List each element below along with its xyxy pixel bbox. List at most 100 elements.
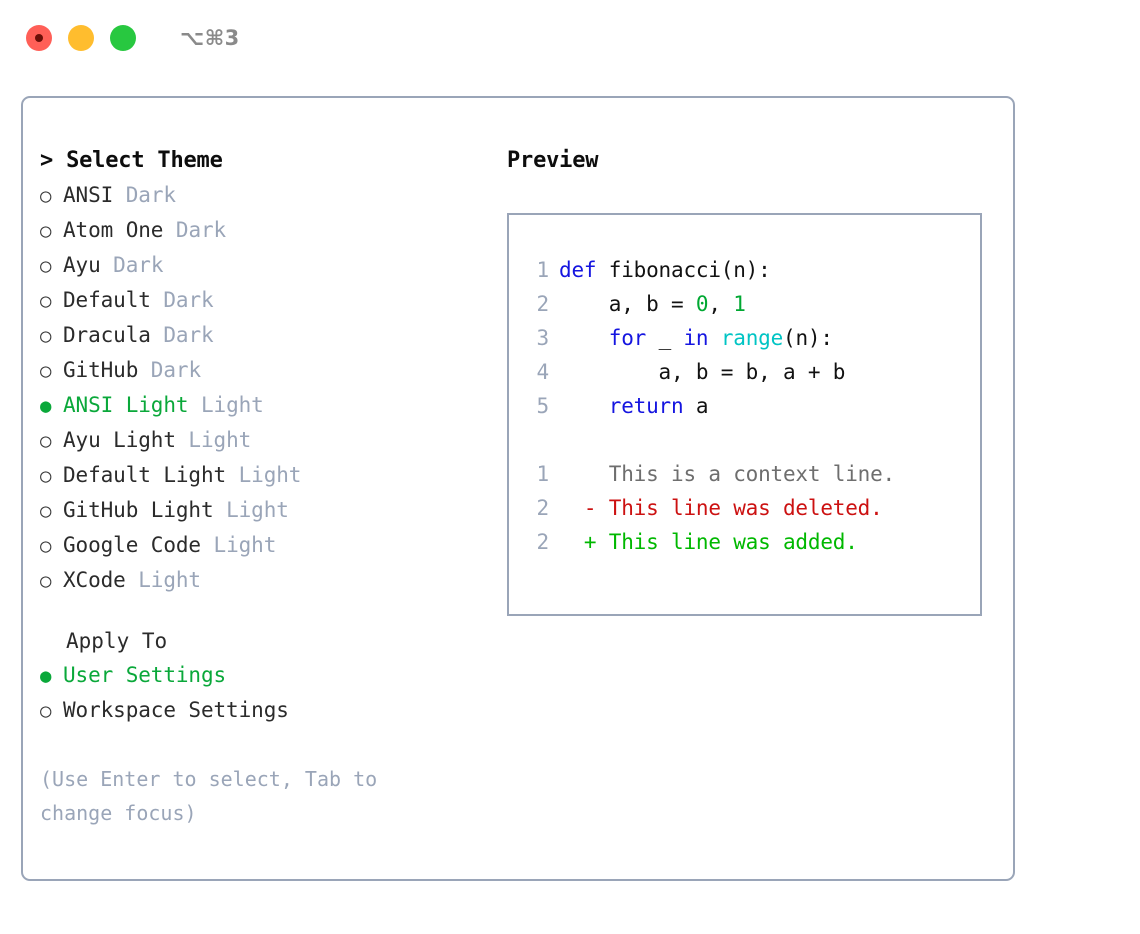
diff-marker: -: [559, 496, 597, 520]
theme-option-label: Dracula: [63, 323, 151, 347]
theme-list[interactable]: ○ANSI Dark○Atom One Dark○Ayu Dark○Defaul…: [40, 178, 493, 598]
code-token-kw: in: [683, 326, 709, 350]
theme-option-tag: Dark: [113, 183, 176, 207]
line-number: 1: [536, 462, 550, 486]
apply-to-heading: Apply To: [66, 629, 168, 653]
diff-marker: [559, 462, 596, 486]
radio-unselected-icon: ○: [40, 700, 52, 722]
window-controls: [26, 25, 136, 51]
radio-unselected-icon: ○: [40, 290, 52, 312]
theme-option-label: ANSI Light: [63, 393, 189, 417]
preview-title: Preview: [507, 148, 599, 173]
theme-option-tag: Dark: [138, 358, 201, 382]
theme-option-tag: Light: [200, 533, 277, 557]
code-token-txt: (n):: [783, 326, 833, 350]
theme-option-github-light[interactable]: ○GitHub Light Light: [40, 493, 493, 528]
line-number: 2: [536, 530, 550, 554]
content-panel: > Select Theme ○ANSI Dark○Atom One Dark○…: [21, 96, 1015, 881]
theme-option-label: Default: [63, 288, 151, 312]
code-line: 2 a, b = 0, 1: [523, 287, 980, 321]
code-line: 5 return a: [523, 389, 980, 423]
apply-to-option-user-settings[interactable]: ● User Settings: [40, 658, 493, 693]
line-number: 2: [536, 292, 550, 316]
radio-selected-icon: ●: [40, 395, 52, 417]
code-token-kw: for: [608, 326, 647, 350]
radio-unselected-icon: ○: [40, 185, 52, 207]
theme-option-label: XCode: [63, 568, 126, 592]
theme-option-label: Atom One: [63, 218, 164, 242]
code-token-txt: [708, 326, 720, 350]
code-token-txt: a, b = b, a + b: [559, 360, 846, 384]
theme-option-label: Ayu Light: [63, 428, 176, 452]
theme-option-label: Google Code: [63, 533, 201, 557]
theme-option-label: GitHub: [63, 358, 139, 382]
diff-sample: 1 This is a context line.2 - This line w…: [523, 457, 980, 559]
line-number: 1: [536, 258, 550, 282]
code-token-txt: a, b =: [559, 292, 696, 316]
radio-unselected-icon: ○: [40, 360, 52, 382]
theme-option-tag: Dark: [150, 288, 214, 312]
theme-picker-column: > Select Theme ○ANSI Dark○Atom One Dark○…: [23, 144, 493, 830]
line-number: 4: [536, 360, 550, 384]
code-token-txt: a: [683, 394, 709, 418]
code-token-txt: [559, 394, 609, 418]
apply-to-option-workspace-settings[interactable]: ○ Workspace Settings: [40, 693, 493, 728]
code-token-num: 1: [733, 292, 746, 316]
apply-to-option-label: Workspace Settings: [63, 698, 289, 722]
theme-option-tag: Light: [226, 463, 302, 487]
code-line: 3 for _ in range(n):: [523, 321, 980, 355]
theme-option-label: GitHub Light: [63, 498, 214, 522]
radio-unselected-icon: ○: [40, 535, 52, 557]
diff-text: This line was added.: [596, 530, 858, 554]
theme-option-tag: Dark: [150, 323, 214, 347]
diff-line-add: 2 + This line was added.: [523, 525, 980, 559]
theme-option-label: Ayu: [63, 253, 101, 277]
radio-selected-icon: ●: [40, 665, 52, 687]
code-line: 4 a, b = b, a + b: [523, 355, 980, 389]
code-token-kw: return: [608, 394, 684, 418]
line-number: 2: [536, 496, 550, 520]
theme-option-dracula[interactable]: ○ Dracula Dark: [40, 318, 493, 353]
code-token-fn: range: [720, 326, 784, 350]
line-number: 3: [536, 326, 550, 350]
keyboard-hint: (Use Enter to select, Tab to change focu…: [40, 767, 390, 825]
theme-option-ayu[interactable]: ○Ayu Dark: [40, 248, 493, 283]
theme-option-ayu-light[interactable]: ○Ayu Light Light: [40, 423, 493, 458]
code-token-txt: ,: [708, 292, 734, 316]
maximize-button[interactable]: [110, 25, 136, 51]
theme-option-tag: Dark: [163, 218, 227, 242]
code-token-txt: fibonacci(n):: [596, 258, 771, 282]
theme-option-ansi[interactable]: ○ANSI Dark: [40, 178, 493, 213]
diff-marker: +: [559, 530, 597, 554]
theme-option-tag: Light: [175, 428, 252, 452]
diff-line-del: 2 - This line was deleted.: [523, 491, 980, 525]
radio-unselected-icon: ○: [40, 465, 52, 487]
theme-option-ansi-light[interactable]: ● ANSI Light Light: [40, 388, 493, 423]
theme-option-tag: Dark: [100, 253, 164, 277]
theme-option-github[interactable]: ○ GitHub Dark: [40, 353, 493, 388]
theme-option-xcode[interactable]: ○ XCode Light: [40, 563, 493, 598]
code-token-num: 0: [695, 292, 709, 316]
apply-to-list[interactable]: ● User Settings ○ Workspace Settings: [40, 658, 493, 728]
theme-option-tag: Light: [213, 498, 289, 522]
theme-option-tag: Light: [188, 393, 264, 417]
code-token-txt: _: [646, 326, 684, 350]
close-button[interactable]: [26, 25, 52, 51]
minimize-button[interactable]: [68, 25, 94, 51]
radio-unselected-icon: ○: [40, 570, 52, 592]
theme-option-default[interactable]: ○ Default Dark: [40, 283, 493, 318]
theme-option-atom-one[interactable]: ○Atom One Dark: [40, 213, 493, 248]
radio-unselected-icon: ○: [40, 325, 52, 347]
theme-option-tag: Light: [125, 568, 201, 592]
theme-option-google-code[interactable]: ○ Google Code Light: [40, 528, 493, 563]
code-line: 1 def fibonacci(n):: [523, 253, 980, 287]
apply-to-option-label: User Settings: [63, 663, 227, 687]
theme-option-label: Default Light: [63, 463, 227, 487]
page-title: > Select Theme: [40, 148, 223, 173]
code-token-kw: def: [559, 258, 597, 282]
theme-option-default-light[interactable]: ○ Default Light Light: [40, 458, 493, 493]
